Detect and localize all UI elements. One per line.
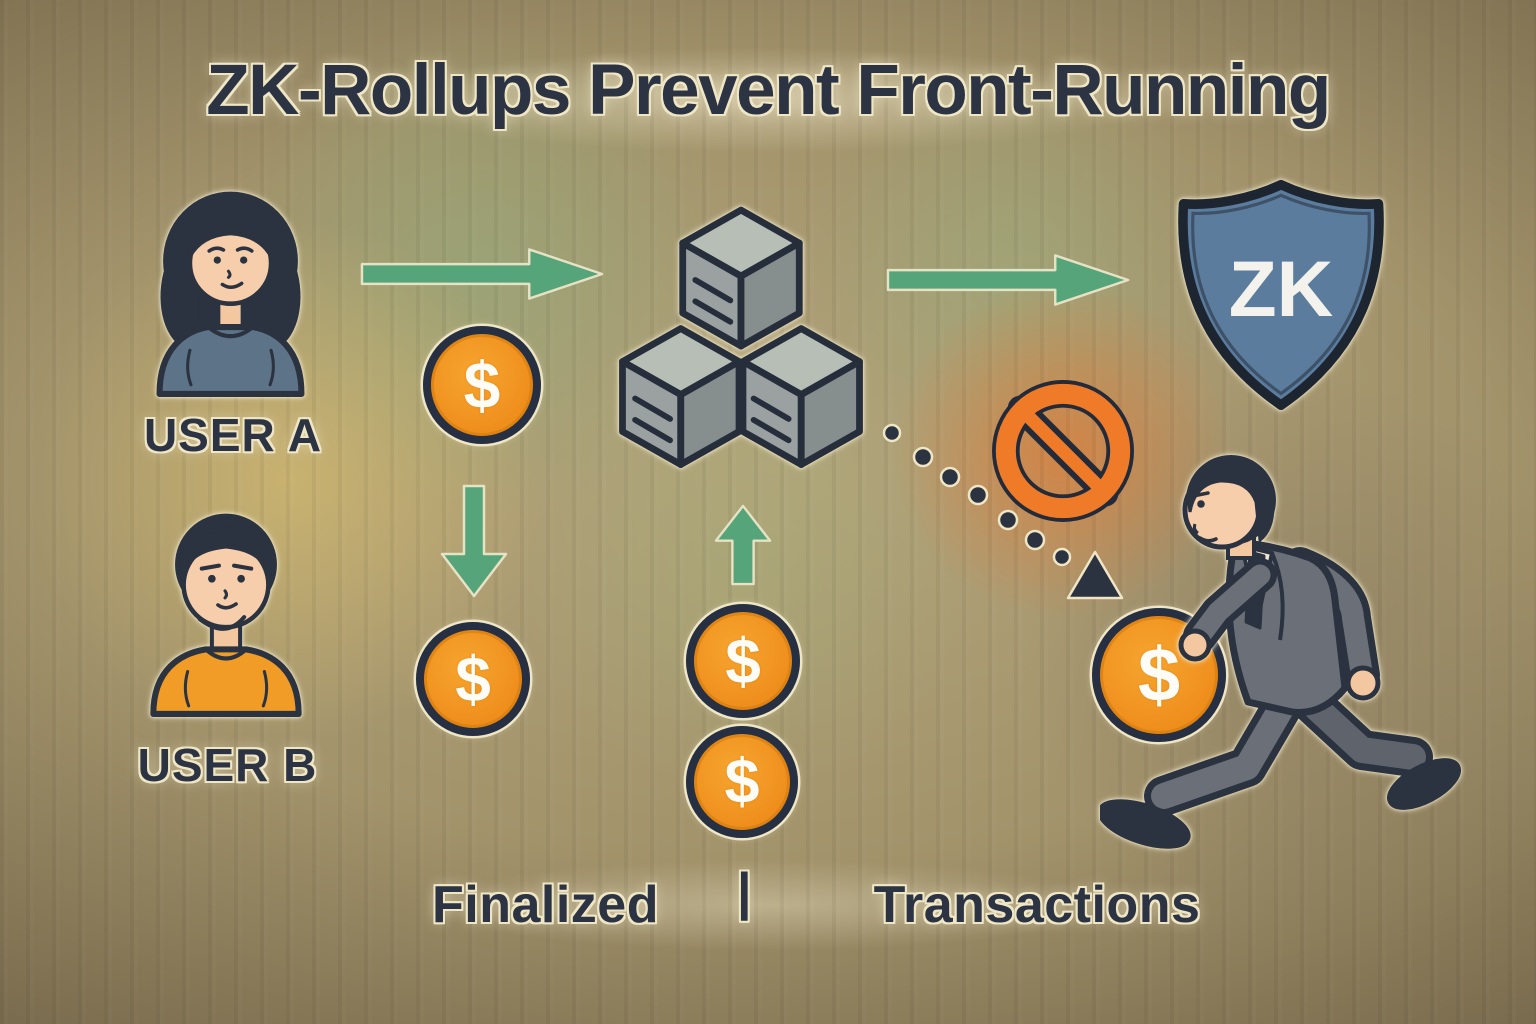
dollar-sign: $: [455, 643, 491, 715]
footer-divider: |: [736, 863, 753, 921]
dollar-coin-finalized: $: [416, 622, 530, 736]
finalized-label: Finalized: [432, 876, 659, 934]
user-a-avatar: [128, 180, 333, 398]
transactions-label: Transactions: [873, 876, 1201, 934]
user-b-avatar: [120, 498, 332, 718]
arrow-up-transactions-icon: [713, 504, 773, 586]
dollar-sign: $: [463, 348, 501, 422]
arrow-right-blocks-to-shield-icon: [886, 250, 1132, 310]
arrow-right-user-to-blocks-icon: [360, 244, 606, 304]
dollar-coin-transaction-1: $: [686, 604, 800, 718]
zk-shield-icon: ZK: [1175, 178, 1387, 414]
dollar-coin-transaction-2: $: [686, 726, 798, 838]
dollar-sign: $: [725, 625, 761, 697]
rollup-blocks-icon: [605, 200, 877, 496]
zk-shield-label: ZK: [1229, 245, 1334, 333]
arrow-down-finalized-icon: [438, 484, 510, 599]
dollar-sign: $: [1137, 632, 1181, 718]
dollar-sign: $: [724, 747, 760, 817]
page-title: ZK-Rollups Prevent Front-Running: [206, 51, 1331, 130]
user-a-label: USER A: [143, 409, 323, 461]
dotted-attack-path: [870, 415, 1140, 610]
front-runner-figure: [1097, 440, 1490, 870]
prohibition-icon: [982, 370, 1144, 532]
dollar-coin-pending: $: [423, 326, 541, 444]
user-b-label: USER B: [137, 739, 318, 791]
